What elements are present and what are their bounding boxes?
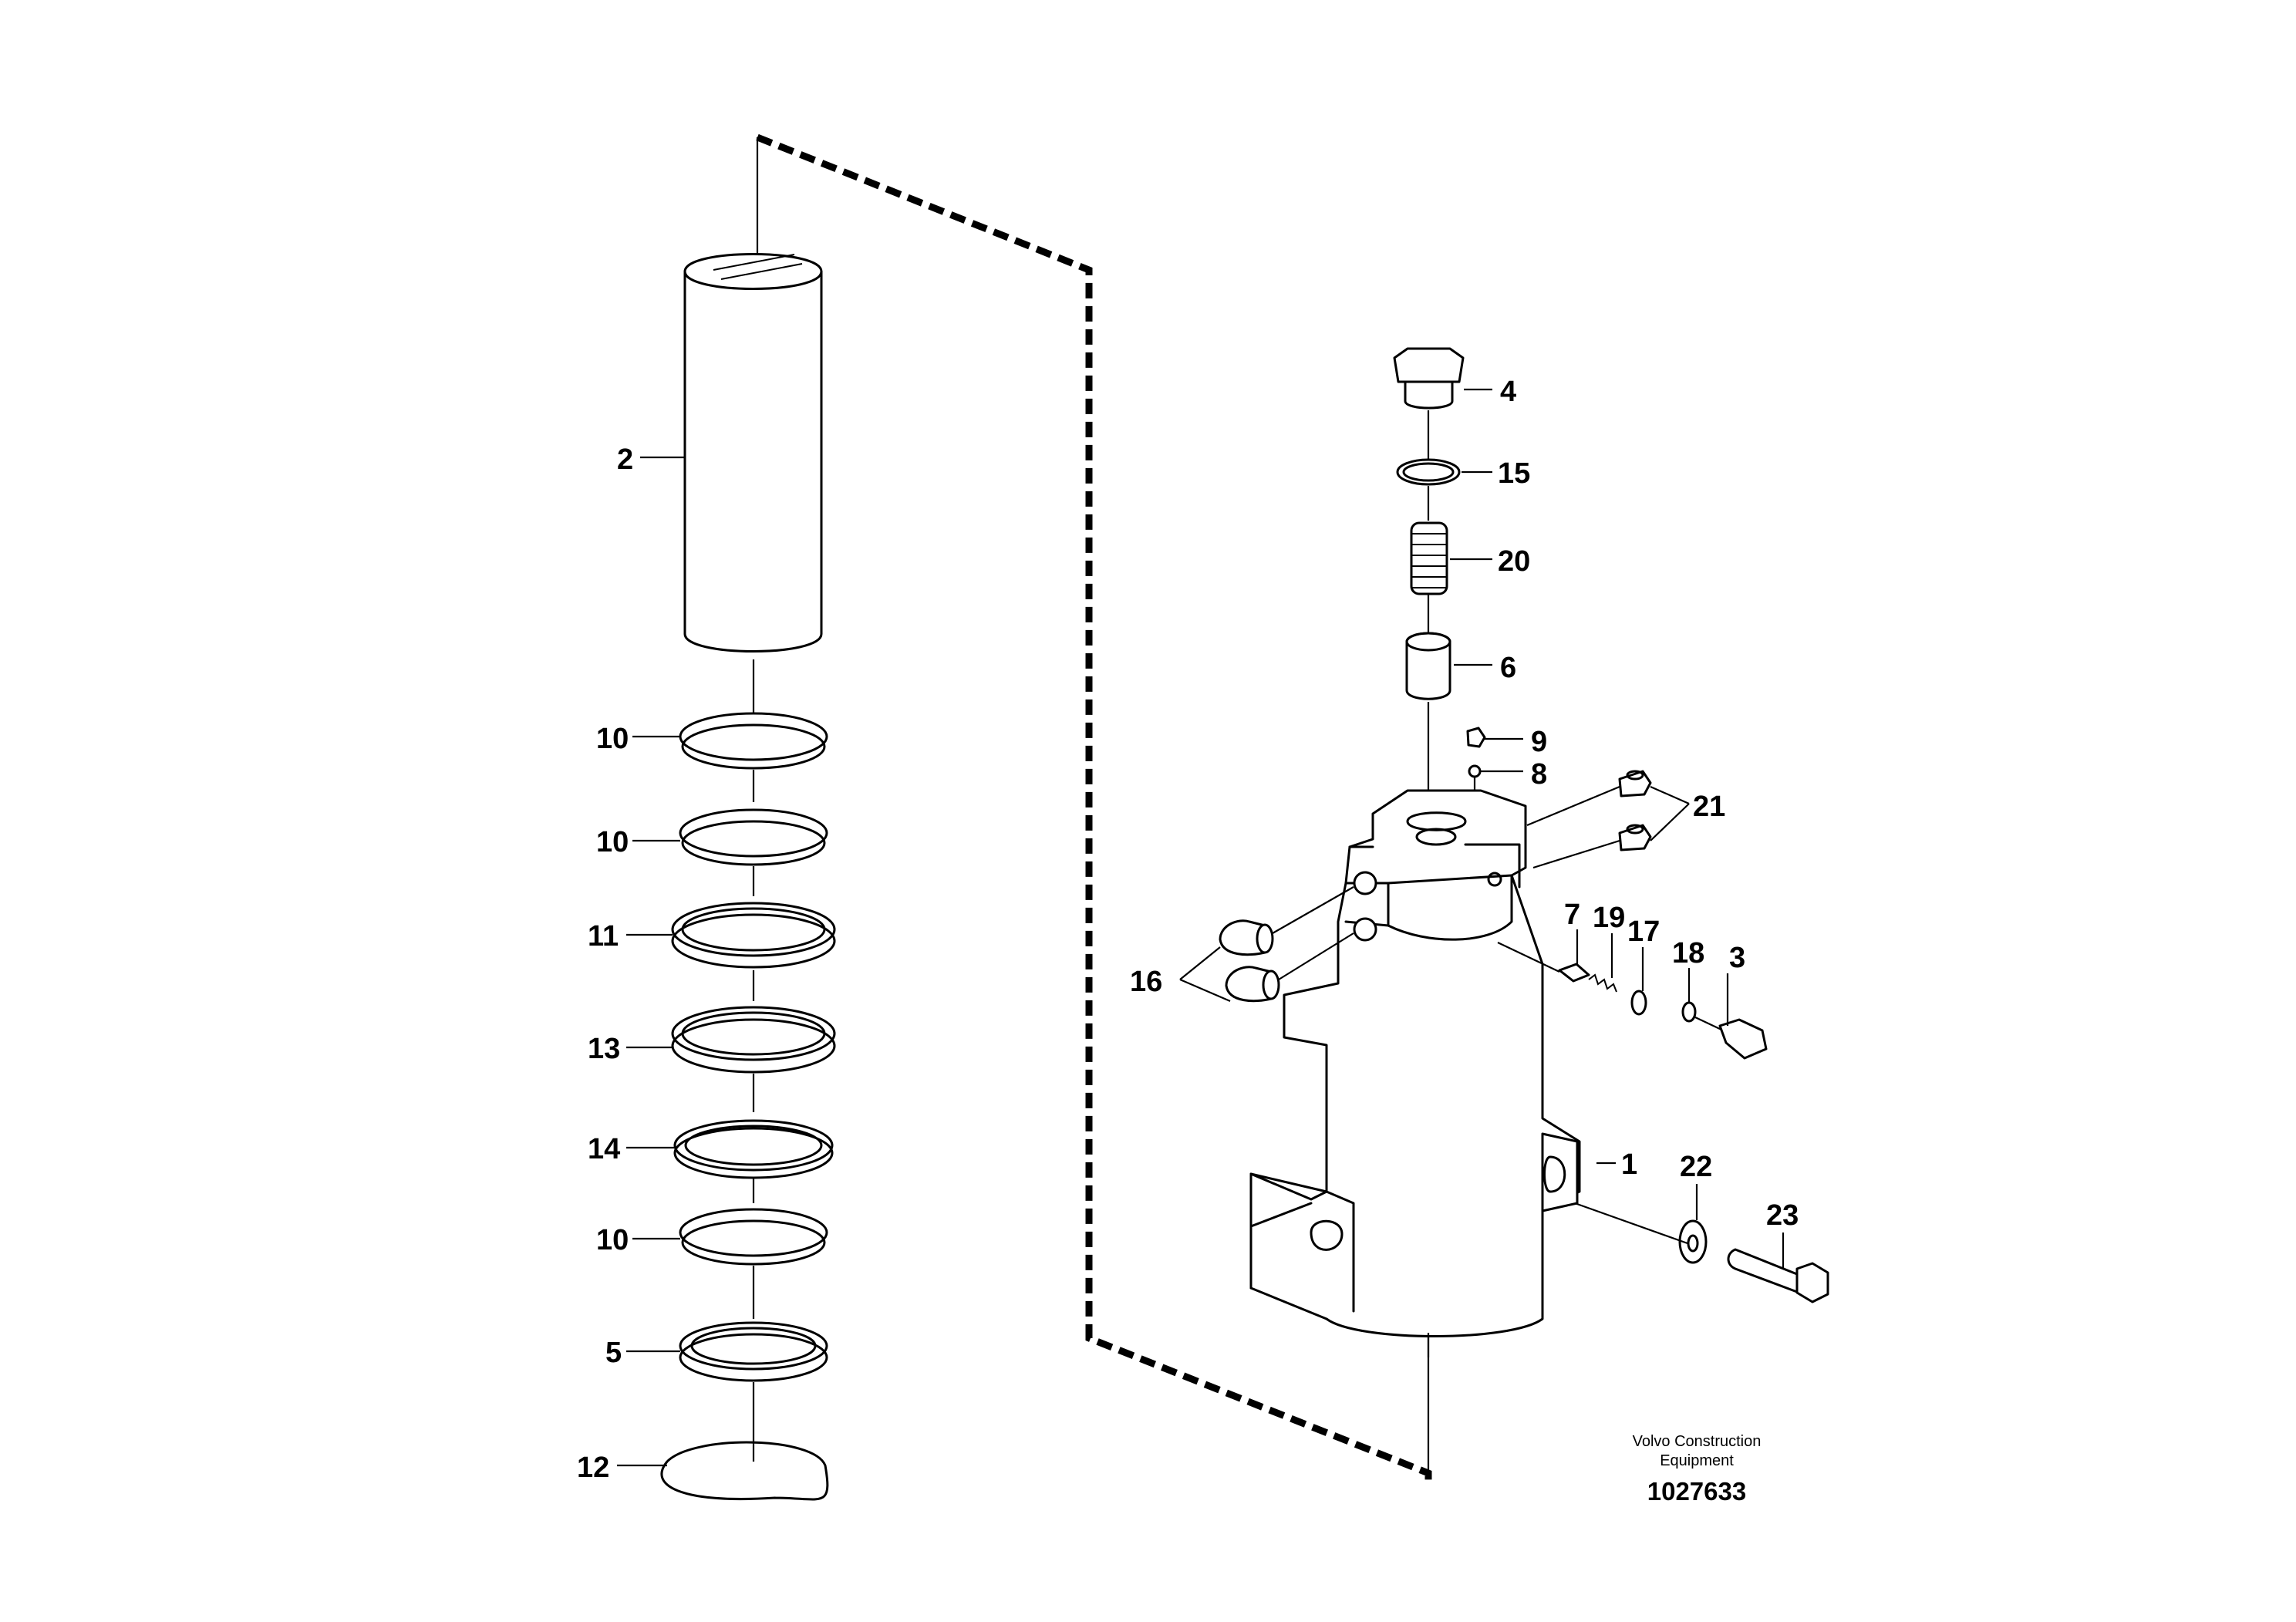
drawing-number: 1027633: [1647, 1477, 1746, 1506]
part-6-valve: [1405, 632, 1492, 825]
part-20-spring: [1410, 521, 1492, 632]
part-17-o-ring: [1630, 947, 1647, 1016]
callout-14: 14: [588, 1133, 620, 1165]
part-14-ring: [673, 1119, 834, 1203]
callout-2: 2: [617, 443, 633, 476]
part-21-bolts: [1526, 770, 1690, 869]
part-1-housing: [1249, 789, 1581, 1357]
part-15-o-ring: [1396, 458, 1492, 521]
part-18-washer: [1681, 968, 1697, 1023]
company-name-line2: Equipment: [1660, 1452, 1734, 1469]
part-10-ring-b: [679, 808, 828, 896]
callout-22: 22: [1680, 1151, 1712, 1183]
part-4-plug: [1393, 347, 1492, 459]
part-23-bolt: [1727, 1233, 1829, 1303]
callout-20: 20: [1498, 545, 1530, 578]
callout-10a: 10: [596, 723, 629, 755]
part-7-pin: [1497, 929, 1590, 983]
left-leader-lines: [617, 456, 685, 1467]
callout-9: 9: [1531, 726, 1547, 758]
part-2-cylinder: [683, 253, 823, 713]
callout-17: 17: [1627, 916, 1660, 948]
company-name-line1: Volvo Construction: [1633, 1433, 1762, 1450]
part-16-fittings: [1179, 886, 1354, 1003]
assembly-dashed-frame: [756, 133, 1432, 1481]
callout-1: 1: [1621, 1148, 1637, 1181]
part-13-ring: [671, 1006, 836, 1112]
part-5-ring: [679, 1321, 828, 1462]
callout-21: 21: [1693, 791, 1725, 823]
callout-10c: 10: [596, 1224, 629, 1256]
part-9-plug: [1466, 727, 1523, 748]
part-22-washer: [1574, 1162, 1708, 1264]
callout-4: 4: [1500, 376, 1516, 408]
callout-23: 23: [1766, 1199, 1799, 1232]
part-10-ring-a: [679, 712, 828, 802]
callout-labels: 2 10 10 11 13 14 10 5 12 4 15 20 6 9 8 2…: [577, 376, 1799, 1484]
part-3-plug: [1693, 973, 1768, 1060]
part-11-ring: [671, 902, 836, 1001]
part-12-snap-ring: [660, 1441, 829, 1501]
footer-credit: Volvo Construction Equipment 1027633: [1633, 1433, 1762, 1506]
callout-19: 19: [1593, 902, 1625, 934]
callout-8: 8: [1531, 758, 1547, 791]
callout-13: 13: [588, 1033, 620, 1065]
callout-10b: 10: [596, 826, 629, 858]
callout-11: 11: [588, 920, 619, 953]
callout-6: 6: [1500, 652, 1516, 684]
callout-16: 16: [1130, 966, 1162, 998]
callout-7: 7: [1564, 899, 1580, 931]
callout-3: 3: [1729, 942, 1745, 974]
callout-15: 15: [1498, 457, 1530, 490]
callout-18: 18: [1672, 937, 1704, 969]
part-10-ring-c: [679, 1208, 828, 1319]
callout-12: 12: [577, 1452, 609, 1484]
callout-5: 5: [605, 1337, 622, 1369]
part-19-spring: [1588, 933, 1617, 993]
